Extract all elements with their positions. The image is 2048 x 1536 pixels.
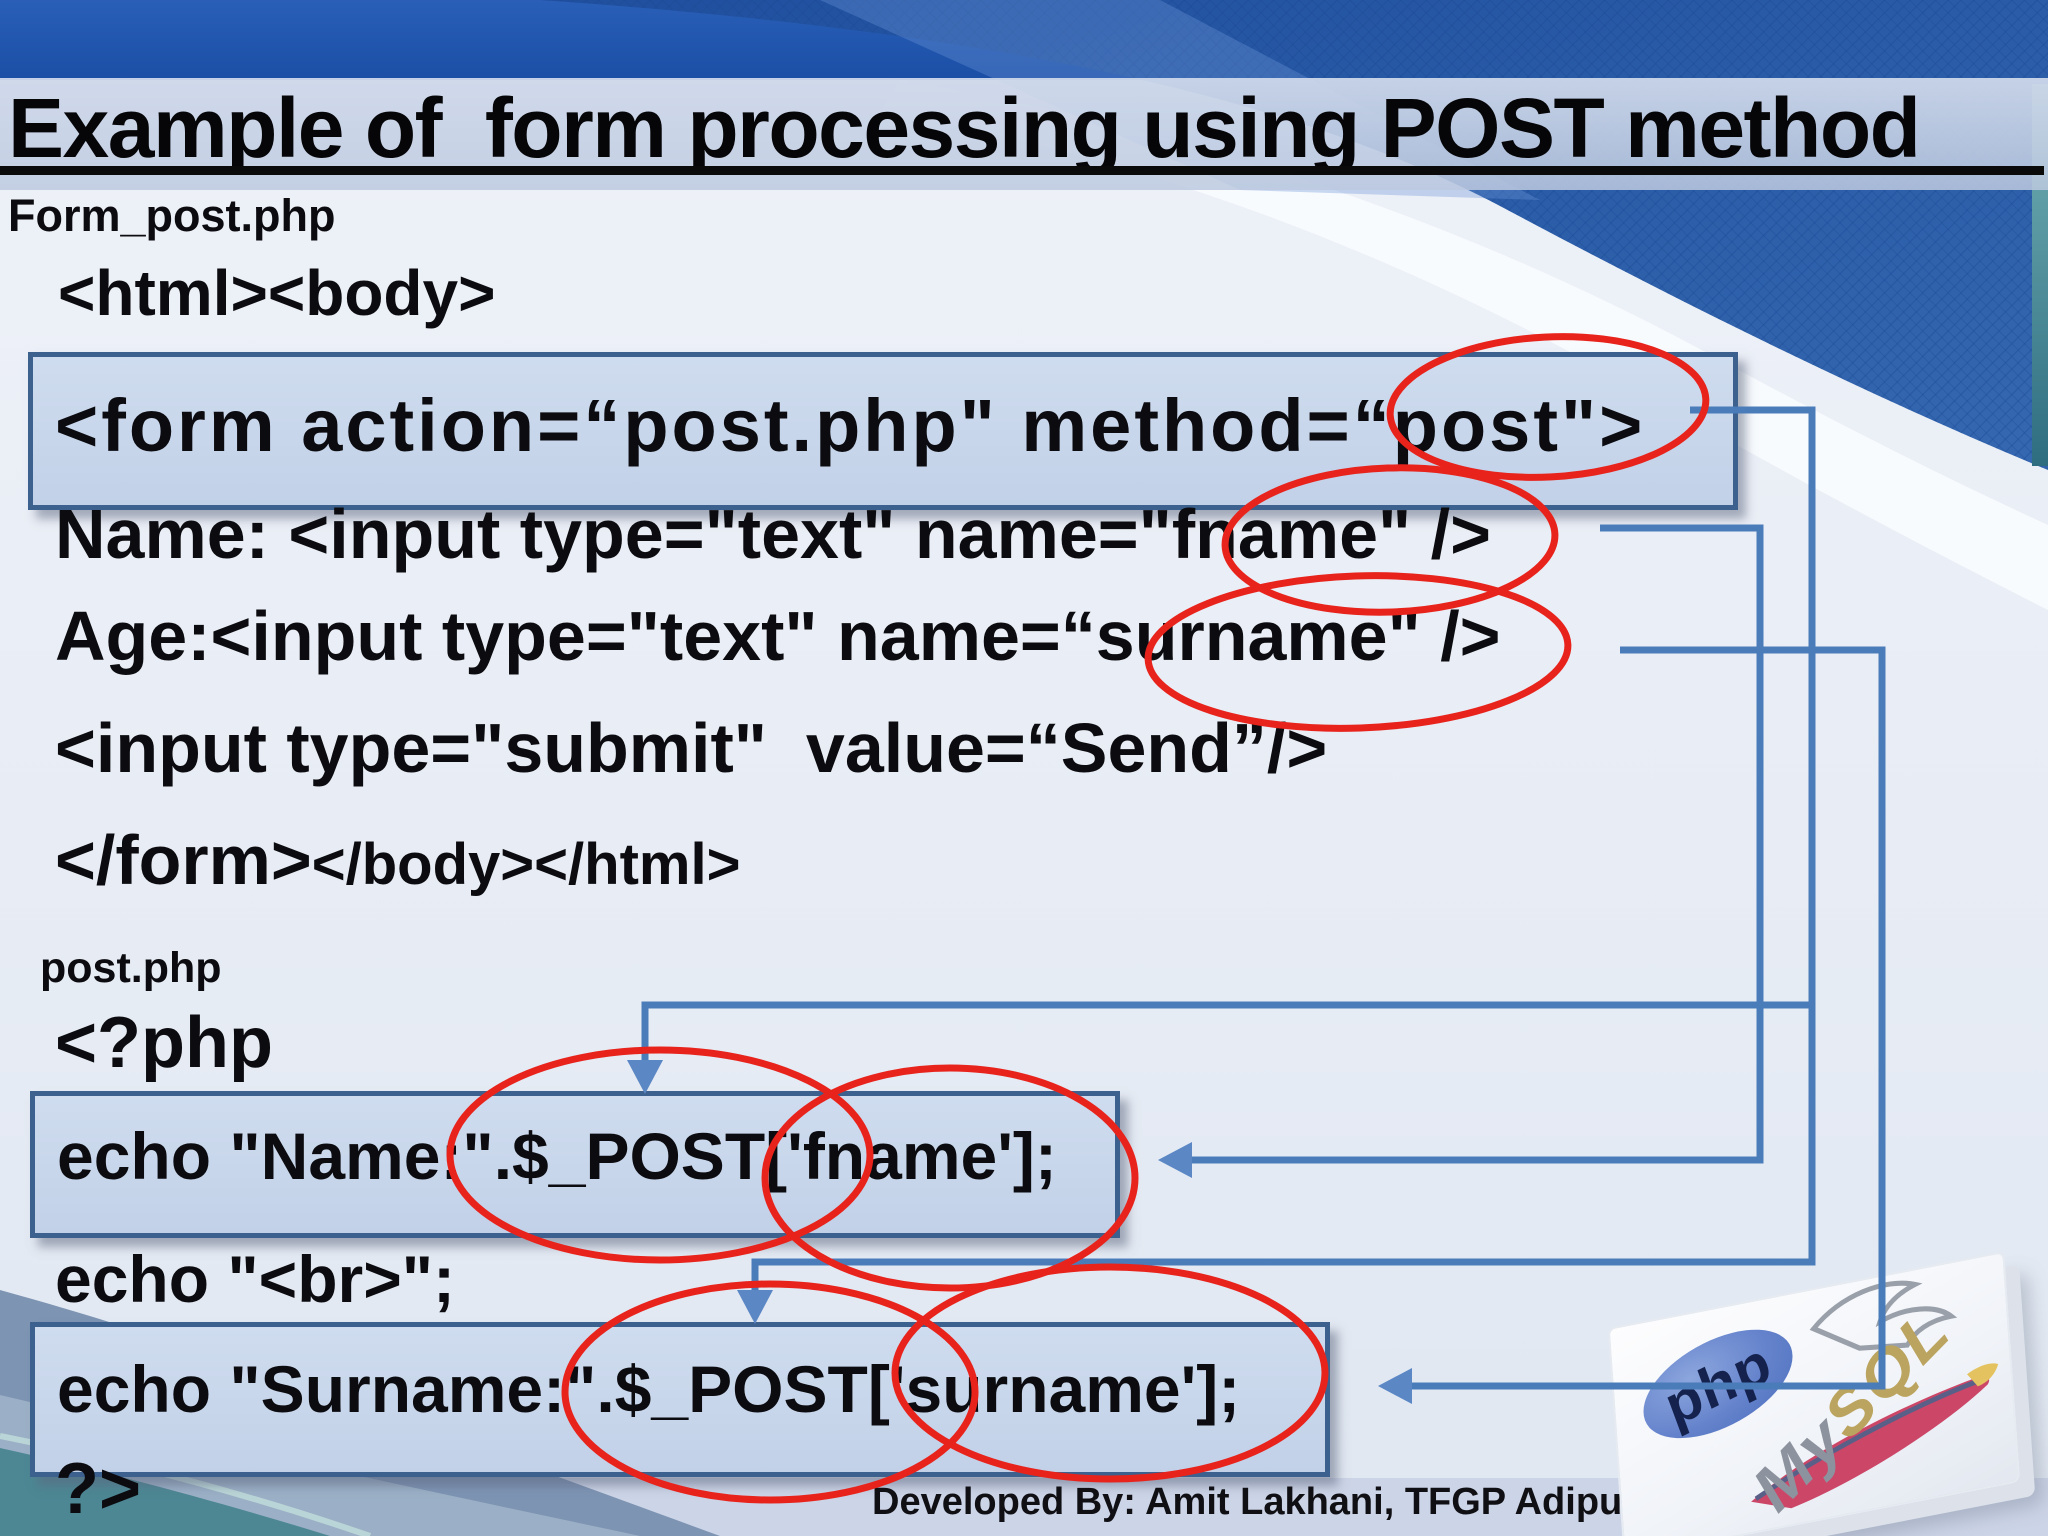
echo-surname-box: echo "Surname:".$_POST['surname']; (30, 1322, 1330, 1477)
code-html-close: </body></html> (311, 832, 741, 897)
code-echo-surname: echo "Surname:".$_POST['surname']; (57, 1352, 1241, 1426)
title-underline (0, 166, 2044, 175)
code-form-close: </form> (55, 821, 312, 899)
apache-feather-icon (1751, 1376, 1990, 1509)
post-file-label: post.php (40, 944, 222, 992)
php-mysql-logo-box: MySQL php (1607, 1250, 2021, 1536)
slide-title: Example of form processing using POST me… (8, 81, 1921, 175)
code-html-open: <html><body> (58, 257, 496, 329)
code-echo-br: echo "<br>"; (55, 1242, 456, 1316)
code-close-tags: </form></body></html> (55, 821, 741, 899)
form-file-label: Form_post.php (8, 190, 336, 241)
form-tag-box: <form action=“post.php" method=“post"> (28, 352, 1738, 510)
echo-name-box: echo "Name:".$_POST['fname']; (30, 1091, 1120, 1238)
code-form-tag: <form action=“post.php" method=“post"> (55, 384, 1646, 467)
footer-credit: Developed By: Amit Lakhani, TFGP Adipur (872, 1481, 1638, 1523)
code-echo-name: echo "Name:".$_POST['fname']; (57, 1119, 1057, 1193)
feather-tip (1967, 1363, 1999, 1387)
code-php-close: ?> (55, 1449, 142, 1529)
php-mysql-logo: MySQL php (1596, 1250, 2048, 1536)
code-submit-input: <input type="submit" value=“Send”/> (55, 709, 1328, 787)
code-php-open: <?php (55, 1003, 273, 1083)
code-age-input: Age:<input type="text" name=“surname" /> (55, 597, 1501, 675)
code-name-input: Name: <input type="text" name="fname" /> (55, 495, 1491, 573)
